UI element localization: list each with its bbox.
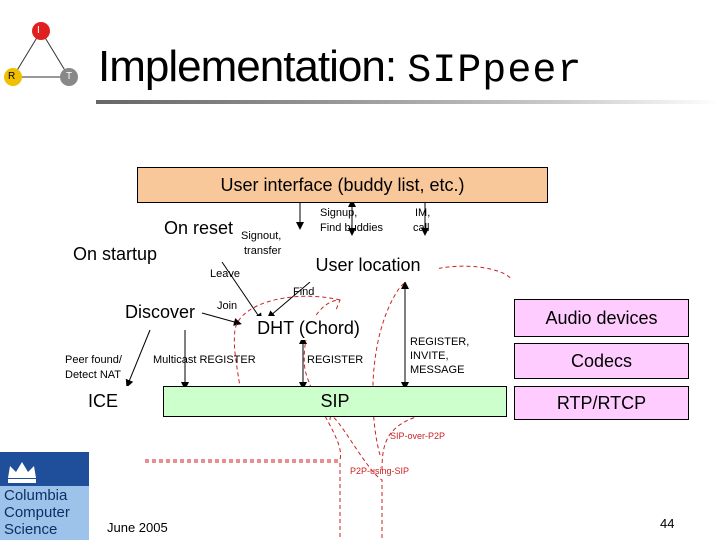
join-label: Join [217, 300, 238, 312]
logo-node-r: R [8, 71, 16, 82]
im-label-1: IM, [415, 207, 431, 219]
codecs-label: Codecs [570, 350, 633, 371]
logo-node-i: I [37, 25, 40, 36]
user-interface-label: User interface (buddy list, etc.) [220, 174, 465, 195]
sip-box: SIP [163, 386, 507, 417]
crown-icon [8, 462, 36, 483]
org-line-1: Columbia [4, 487, 68, 504]
ice-box: ICE [66, 386, 140, 417]
find-label: Find [293, 286, 315, 298]
on-reset-label: On reset [164, 218, 234, 238]
audio-devices-label: Audio devices [545, 307, 658, 328]
logo-node-t: T [66, 71, 73, 82]
rtp-rtcp-label: RTP/RTCP [556, 392, 647, 413]
title-name: SIPpeer [407, 49, 583, 94]
footer-date: June 2005 [107, 520, 168, 535]
discover-label: Discover [125, 302, 196, 322]
user-location-label: User location [315, 254, 421, 275]
on-startup-label: On startup [73, 244, 158, 264]
ice-label: ICE [87, 391, 118, 411]
slide-title: Implementation: SIPpeer [98, 42, 582, 94]
columbia-badge: Columbia Computer Science [0, 452, 89, 540]
signup-label-2: Find buddies [320, 222, 383, 234]
signup-label-1: Signup, [320, 207, 358, 219]
signout-label-2: transfer [244, 245, 282, 257]
title-underline [96, 100, 720, 104]
peer-found-label-2: Detect NAT [65, 369, 122, 381]
sip-label: SIP [320, 391, 350, 411]
register-label: REGISTER [307, 354, 364, 366]
org-line-2: Computer [4, 504, 70, 521]
dht-label: DHT (Chord) [257, 317, 360, 338]
p2p-using-sip-label: P2P-using-SIP [350, 466, 410, 476]
register-invite-label-1: REGISTER, [410, 336, 470, 348]
irt-logo [4, 22, 78, 86]
register-invite-label-2: INVITE, [410, 350, 449, 362]
page-number: 44 [660, 516, 675, 531]
im-label-2: call [413, 222, 430, 234]
sip-over-p2p-label: SIP-over-P2P [390, 431, 446, 441]
register-invite-label-3: MESSAGE [410, 364, 465, 376]
rtp-rtcp-box: RTP/RTCP [514, 386, 689, 420]
dht-box: DHT (Chord) [242, 316, 375, 340]
peer-found-label-1: Peer found/ [65, 354, 122, 366]
org-line-3: Science [4, 521, 58, 538]
title-prefix: Implementation: [98, 42, 397, 91]
user-location-box: User location [297, 248, 439, 282]
leave-label: Leave [210, 268, 240, 280]
user-interface-box: User interface (buddy list, etc.) [137, 167, 548, 203]
columbia-text-panel [0, 486, 89, 540]
signout-label-1: Signout, [241, 230, 282, 242]
multicast-register-label: Multicast REGISTER [153, 354, 256, 366]
audio-devices-box: Audio devices [514, 299, 689, 337]
codecs-box: Codecs [514, 343, 689, 379]
